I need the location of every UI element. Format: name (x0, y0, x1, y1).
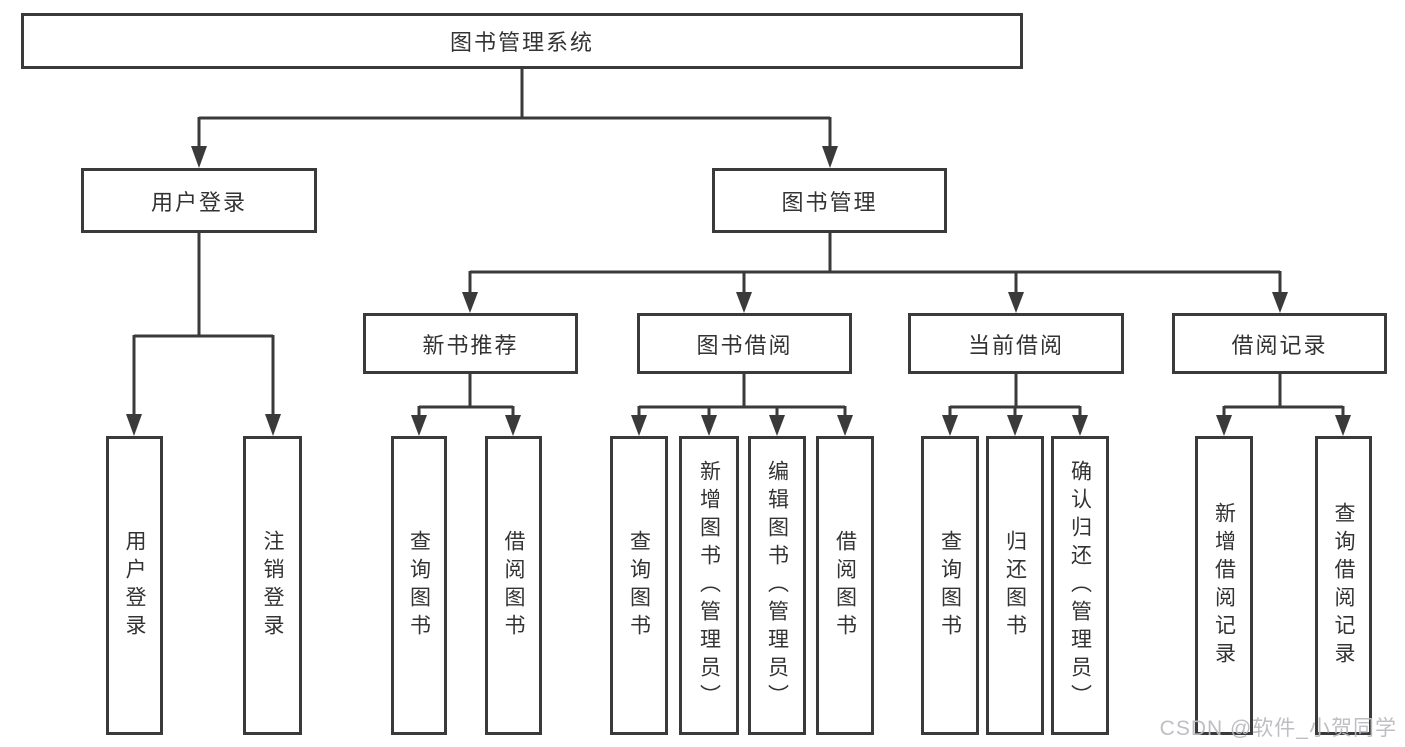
leaf-borrow-edit-book-admin-label: 编辑图书（管理员） (765, 459, 789, 712)
leaf-records-query-record-label: 查询借阅记录 (1332, 501, 1355, 670)
leaf-current-confirm-return-admin: 确认归还（管理员） (1051, 436, 1109, 735)
node-new-book-recommend: 新书推荐 (363, 313, 578, 374)
leaf-current-confirm-return-admin-label: 确认归还（管理员） (1068, 459, 1092, 712)
leaf-current-query-book-label: 查询图书 (938, 529, 962, 642)
node-root: 图书管理系统 (21, 13, 1023, 69)
arrowheads (126, 146, 1351, 436)
leaf-recommend-query-book: 查询图书 (391, 436, 447, 735)
leaf-current-return-book: 归还图书 (986, 436, 1044, 735)
node-book-borrow: 图书借阅 (637, 313, 852, 374)
leaf-user-login-label: 用户登录 (123, 529, 146, 642)
leaf-records-add-record-label: 新增借阅记录 (1212, 501, 1236, 670)
node-new-book-recommend-label: 新书推荐 (422, 332, 519, 358)
leaf-borrow-query-book-label: 查询图书 (627, 529, 651, 642)
node-current-borrow-label: 当前借阅 (967, 332, 1064, 358)
leaf-borrow-borrow-book-label: 借阅图书 (833, 529, 857, 642)
node-book-borrow-label: 图书借阅 (696, 332, 793, 358)
node-borrow-records: 借阅记录 (1172, 313, 1387, 374)
node-book-management: 图书管理 (712, 168, 947, 233)
leaf-borrow-edit-book-admin: 编辑图书（管理员） (748, 436, 806, 735)
node-root-label: 图书管理系统 (449, 30, 594, 55)
leaf-logout-label: 注销登录 (261, 529, 284, 642)
node-current-borrow: 当前借阅 (908, 313, 1124, 374)
leaf-current-query-book: 查询图书 (921, 436, 979, 735)
leaf-recommend-borrow-book-label: 借阅图书 (502, 529, 525, 642)
leaf-current-return-book-label: 归还图书 (1003, 529, 1027, 642)
leaf-user-login: 用户登录 (106, 436, 163, 735)
leaf-borrow-add-book-admin: 新增图书（管理员） (679, 436, 739, 735)
leaf-borrow-borrow-book: 借阅图书 (816, 436, 874, 735)
leaf-recommend-borrow-book: 借阅图书 (485, 436, 542, 735)
csdn-watermark: CSDN @软件_小贺同学 (1159, 717, 1397, 740)
node-user-login-label: 用户登录 (150, 189, 247, 215)
leaf-borrow-query-book: 查询图书 (610, 436, 668, 735)
node-book-management-label: 图书管理 (781, 189, 878, 215)
leaf-records-add-record: 新增借阅记录 (1195, 436, 1253, 735)
leaf-records-query-record: 查询借阅记录 (1315, 436, 1372, 735)
node-user-login: 用户登录 (81, 168, 317, 233)
leaf-logout: 注销登录 (243, 436, 302, 735)
leaf-borrow-add-book-admin-label: 新增图书（管理员） (697, 459, 721, 712)
node-borrow-records-label: 借阅记录 (1231, 332, 1328, 358)
leaf-recommend-query-book-label: 查询图书 (407, 529, 431, 642)
